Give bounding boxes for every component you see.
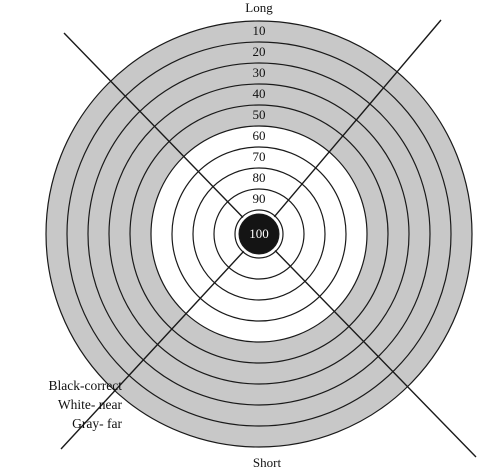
lines-layer <box>60 19 477 458</box>
ring-label-70: 70 <box>253 149 266 164</box>
bullseye-center <box>238 213 280 255</box>
ring-label-40: 40 <box>253 86 266 101</box>
ring-label-10: 10 <box>253 23 266 38</box>
ring-label-20: 20 <box>253 44 266 59</box>
ring-label-80: 80 <box>253 170 266 185</box>
diagonal-line-lower-right <box>274 250 477 458</box>
center-label: 100 <box>249 226 269 241</box>
diagonal-line-upper-left <box>63 32 244 218</box>
top-label-long: Long <box>245 0 273 15</box>
ring-label-90: 90 <box>253 191 266 206</box>
legend-line-far: Gray- far <box>72 416 122 431</box>
bottom-label-short: Short <box>253 455 282 469</box>
legend-line-near: White- near <box>57 397 122 412</box>
ring-label-30: 30 <box>253 65 266 80</box>
ring-label-60: 60 <box>253 128 266 143</box>
ring-label-50: 50 <box>253 107 266 122</box>
diagonal-line-lower-left <box>60 250 245 450</box>
ring-labels-layer: 10 20 30 40 50 60 70 80 90 <box>253 23 266 206</box>
diagonal-line-upper-right <box>273 19 442 218</box>
legend-line-correct: Black-correct <box>48 378 122 393</box>
legend: Black-correct White- near Gray- far <box>0 376 122 433</box>
